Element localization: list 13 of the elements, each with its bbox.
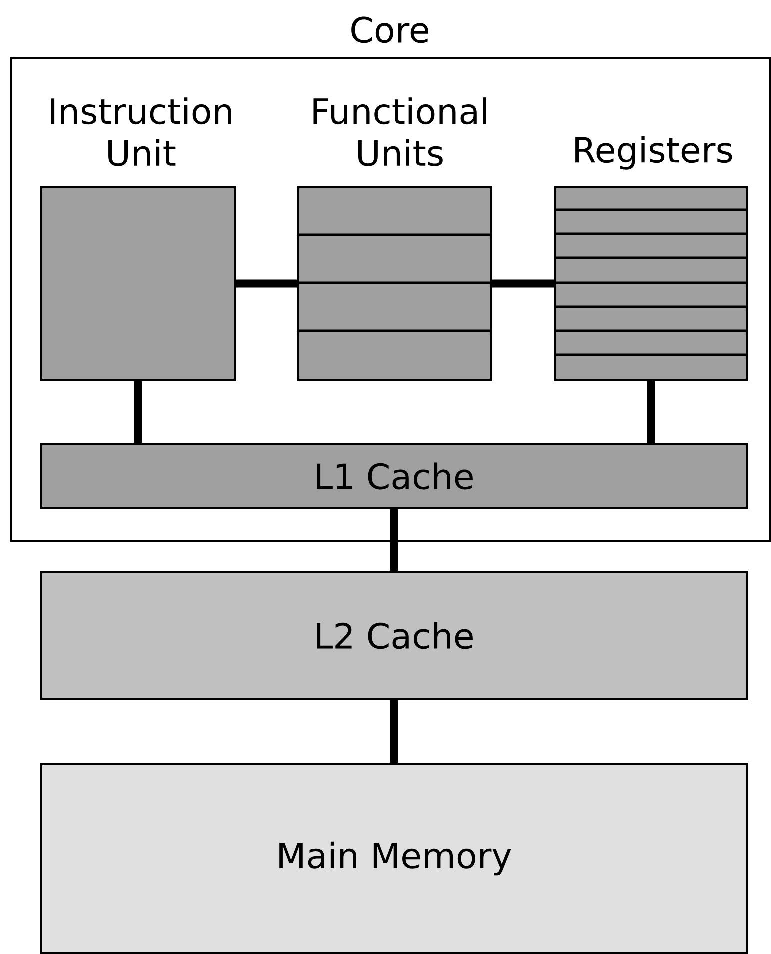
connector-line (647, 382, 656, 443)
unit-label: Functional Units (314, 98, 486, 166)
connector-line (390, 700, 398, 763)
group-label: Core (352, 16, 429, 44)
connector-line (390, 510, 398, 571)
connector-line (492, 280, 554, 288)
cache-box: L1 Cache (40, 443, 748, 510)
unit-label: Instruction Unit (51, 98, 232, 166)
memory-box: Main Memory (40, 763, 748, 954)
cache-box: L2 Cache (40, 571, 748, 700)
connector-line (134, 382, 142, 443)
unit-label: Registers (576, 136, 732, 170)
connector-line (236, 280, 297, 288)
